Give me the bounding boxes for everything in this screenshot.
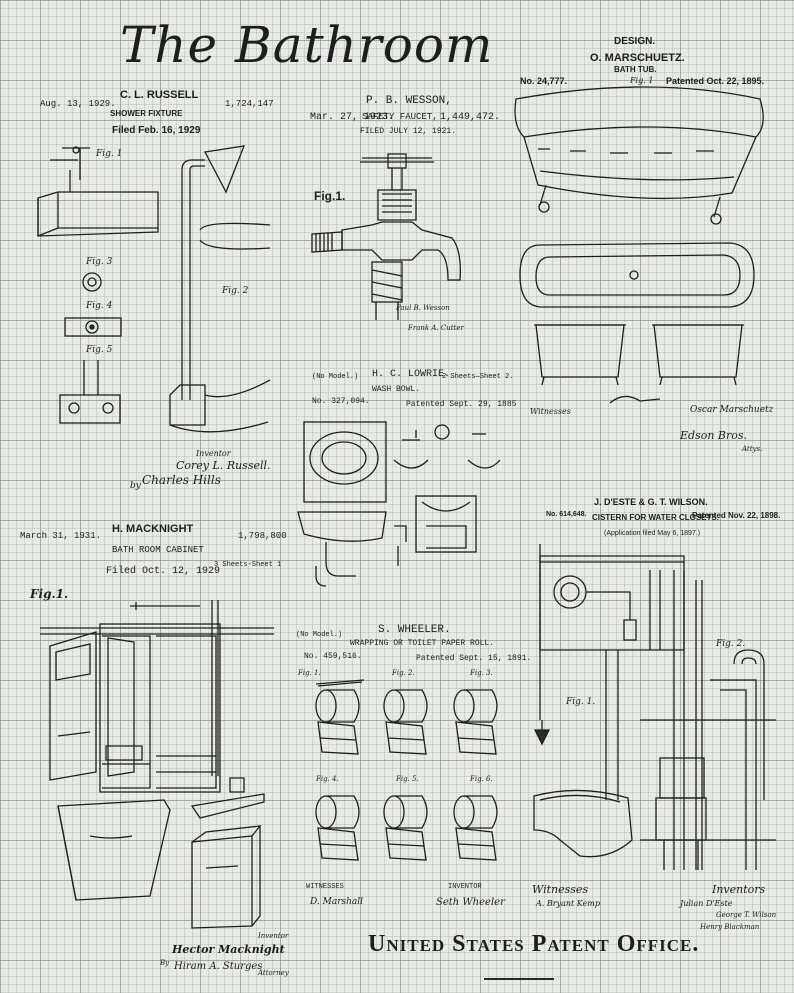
lowrie-model: (No Model.) (312, 373, 359, 381)
wheeler-fig2: Fig. 2. (392, 669, 415, 677)
wesson-filed: FILED JULY 12, 1921. (360, 127, 457, 136)
russell-inventor-label: Inventor (196, 449, 231, 458)
russell-attorney-signature: Charles Hills (142, 473, 221, 487)
russell-fig1: Fig. 1 (96, 149, 123, 159)
wesson-inventor: P. B. WESSON, (366, 95, 452, 107)
macknight-attorney-label: Attorney (258, 969, 289, 977)
marschuetz-signature: Oscar Marschuetz (690, 405, 774, 415)
wheeler-fig6: Fig. 6. (470, 775, 493, 783)
marschuetz-witnesses: Witnesses (530, 407, 571, 416)
wheeler-model: (No Model.) (296, 631, 343, 639)
deste-subject: CISTERN FOR WATER CLOSETS. (592, 513, 719, 522)
lowrie-inventor: H. C. LOWRIE. (372, 369, 451, 380)
macknight-sheets: 3 Sheets-Sheet 1 (214, 561, 282, 569)
lowrie-sheets: 2 Sheets—Sheet 2. (442, 373, 514, 381)
wheeler-fig3: Fig. 3. (470, 669, 493, 677)
marschuetz-number: No. 24,777. (520, 76, 568, 86)
russell-subject: SHOWER FIXTURE (110, 109, 183, 118)
macknight-subject: BATH ROOM CABINET (112, 545, 204, 555)
wheeler-inventor: S. WHEELER. (378, 624, 451, 636)
wheeler-inventor-label: INVENTOR (448, 883, 482, 891)
russell-date: Aug. 13, 1929. (40, 99, 116, 109)
macknight-fig1: Fig.1. (30, 587, 69, 601)
macknight-date: March 31, 1931. (20, 531, 102, 541)
shower-fixture-drawing (37, 145, 271, 433)
russell-filed: Filed Feb. 16, 1929 (112, 125, 201, 136)
marschuetz-design: DESIGN. (614, 36, 656, 47)
macknight-inventor: H. MACKNIGHT (112, 523, 194, 535)
marschuetz-inventor: O. MARSCHUETZ. (590, 52, 685, 64)
marschuetz-attys: Attys. (742, 445, 763, 453)
footer-rule (484, 978, 554, 980)
wesson-subject: SAFETY FAUCET, (362, 112, 438, 122)
wesson-number: 1,449,472. (440, 112, 501, 123)
lowrie-number: No. 327,094. (312, 397, 370, 406)
russell-by: by (130, 481, 141, 491)
russell-fig3: Fig. 3 (86, 257, 113, 267)
wheeler-number: No. 459,516. (304, 652, 362, 661)
deste-inventors-label: Inventors (712, 883, 766, 896)
deste-fig2: Fig. 2. (716, 639, 746, 649)
wesson-date: Mar. 27, 1923. (310, 112, 395, 123)
poster-title: The Bathroom (120, 16, 494, 74)
wheeler-patented: Patented Sept. 15, 1891. (416, 654, 532, 663)
deste-signature-wilson: George T. Wilson (716, 911, 777, 919)
marschuetz-fig1: Fig. 1 (630, 76, 654, 85)
deste-number: No. 614,648. (546, 511, 587, 518)
macknight-attorney-signature: Hiram A. Sturges (174, 961, 263, 972)
macknight-by: By (160, 959, 170, 967)
russell-inventor: C. L. RUSSELL (120, 89, 199, 101)
deste-signature-deste: Julian D'Este (680, 899, 733, 908)
deste-witness-signature: A. Bryant Kemp (536, 899, 600, 908)
wheeler-fig4: Fig. 4. (316, 775, 339, 783)
deste-fig1: Fig. 1. (566, 697, 596, 707)
marschuetz-attorney-signature: Edson Bros. (680, 429, 748, 442)
marschuetz-patented: Patented Oct. 22, 1895. (666, 76, 765, 86)
deste-witnesses: Witnesses (532, 883, 589, 896)
deste-attorney-signature: Henry Blackman (700, 923, 760, 931)
bath-room-cabinet-drawing (40, 600, 274, 929)
wheeler-witness-signature: D. Marshall (310, 897, 364, 907)
russell-fig2: Fig. 2 (222, 286, 249, 296)
russell-fig4: Fig. 4 (86, 301, 113, 311)
wesson-fig1: Fig.1. (314, 189, 346, 203)
macknight-number: 1,798,800 (238, 531, 287, 541)
wheeler-fig5: Fig. 5. (396, 775, 419, 783)
toilet-paper-roll-drawing (315, 679, 498, 861)
russell-fig5: Fig. 5 (86, 345, 113, 355)
macknight-inventor-label: Inventor (258, 932, 289, 940)
safety-faucet-drawing (311, 153, 461, 320)
wheeler-fig1: Fig. 1. (298, 669, 321, 677)
lowrie-patented: Patented Sept. 29, 1885 (406, 400, 517, 409)
deste-inventors: J. D'ESTE & G. T. WILSON. (594, 497, 708, 507)
wash-bowl-drawing (297, 421, 501, 587)
wheeler-inventor-signature: Seth Wheeler (436, 897, 505, 908)
deste-patented: Patented Nov. 22, 1898. (692, 511, 781, 520)
russell-signature: Corey L. Russell. (176, 459, 271, 472)
lowrie-subject: WASH BOWL. (372, 385, 421, 394)
macknight-filed: Filed Oct. 12, 1929 (106, 566, 221, 577)
macknight-signature: Hector Macknight (172, 943, 285, 956)
water-closet-cistern-drawing (533, 544, 776, 870)
marschuetz-subject: BATH TUB. (614, 65, 657, 74)
deste-application: (Application filed May 6, 1897.) (604, 530, 701, 537)
wheeler-witnesses: WITNESSES (306, 883, 344, 891)
bath-tub-drawing (514, 86, 764, 404)
patent-office-footer: United States Patent Office. (368, 931, 700, 957)
russell-number: 1,724,147 (225, 99, 274, 109)
wesson-signature-1: Paul B. Wesson (396, 304, 450, 312)
wheeler-subject: WRAPPING OR TOILET PAPER ROLL. (350, 639, 495, 648)
wesson-signature-2: Frank A. Cutter (408, 324, 464, 332)
